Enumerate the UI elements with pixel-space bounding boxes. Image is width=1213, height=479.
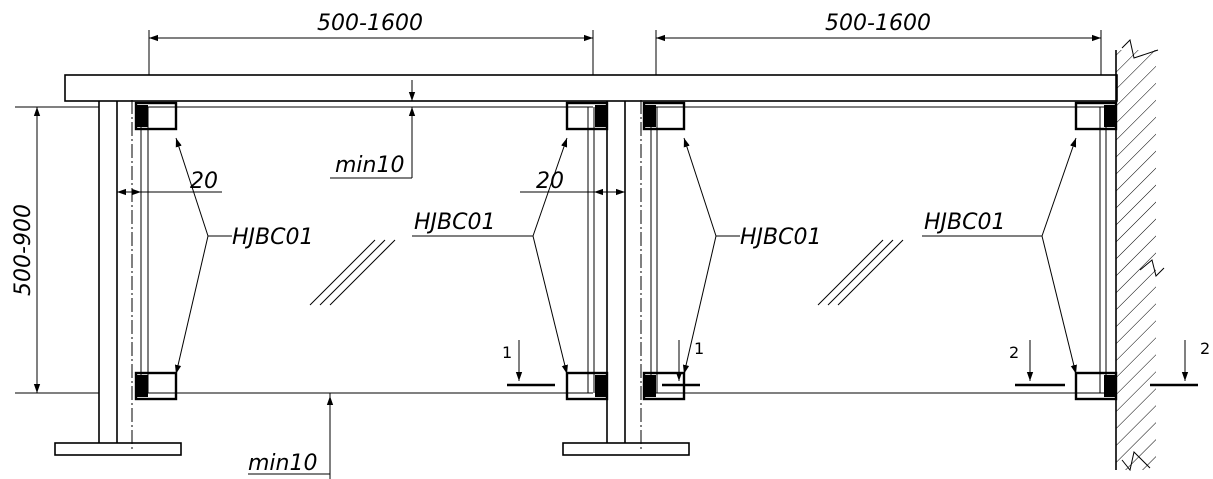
leader-c2: HJBC01	[412, 137, 568, 375]
section-mark-1a: 1	[502, 340, 555, 387]
dim-span-right-label: 500-1600	[825, 11, 931, 36]
leader-c3: HJBC01	[682, 137, 821, 375]
base-plate-middle	[562, 442, 690, 456]
dim-offset-left: 20	[117, 169, 222, 196]
clamp-br2	[1074, 371, 1118, 401]
dim-span-left: 500-1600	[148, 11, 594, 75]
glass-panel-left	[137, 106, 595, 394]
clamp-label-4: HJBC01	[924, 210, 1005, 235]
clamp-bm	[565, 371, 609, 401]
section-1a-label: 1	[502, 343, 512, 362]
leader-c4: HJBC01	[922, 137, 1077, 375]
section-mark-2b: 2	[1150, 339, 1210, 387]
clamp-label-2: HJBC01	[414, 210, 495, 235]
clamp-tr1	[642, 101, 686, 131]
base-plate-left	[54, 442, 182, 456]
handrail	[64, 74, 1118, 102]
post-left	[54, 101, 182, 456]
dim-span-left-label: 500-1600	[317, 11, 423, 36]
glass-panel-right	[646, 106, 1110, 394]
section-mark-2a: 2	[1009, 340, 1065, 387]
dim-offset-mid-label: 20	[536, 169, 564, 194]
clamp-bl	[134, 371, 178, 401]
section-2a-label: 2	[1009, 343, 1019, 362]
dim-gap-top: min10	[330, 80, 416, 179]
dim-gap-bottom: min10	[248, 393, 334, 479]
clamp-tm	[565, 101, 609, 131]
clamps	[134, 101, 1118, 401]
dim-gap-top-label: min10	[335, 153, 404, 178]
dim-offset-mid: 20	[520, 169, 625, 196]
dim-gap-bottom-label: min10	[248, 451, 317, 476]
leader-c1: HJBC01	[174, 137, 313, 375]
clamp-label-3: HJBC01	[740, 225, 821, 250]
section-2b-label: 2	[1200, 339, 1210, 358]
post-middle	[562, 101, 690, 456]
wall	[1115, 39, 1165, 472]
clamp-label-1: HJBC01	[232, 225, 313, 250]
section-mark-1b: 1	[662, 339, 704, 387]
clamp-tl	[134, 101, 178, 131]
dim-offset-left-label: 20	[190, 169, 218, 194]
dim-height: 500-900	[11, 106, 99, 394]
clamp-tr2	[1074, 101, 1118, 131]
section-1b-label: 1	[694, 339, 704, 358]
dim-height-label: 500-900	[11, 204, 36, 296]
dim-span-right: 500-1600	[655, 11, 1102, 75]
